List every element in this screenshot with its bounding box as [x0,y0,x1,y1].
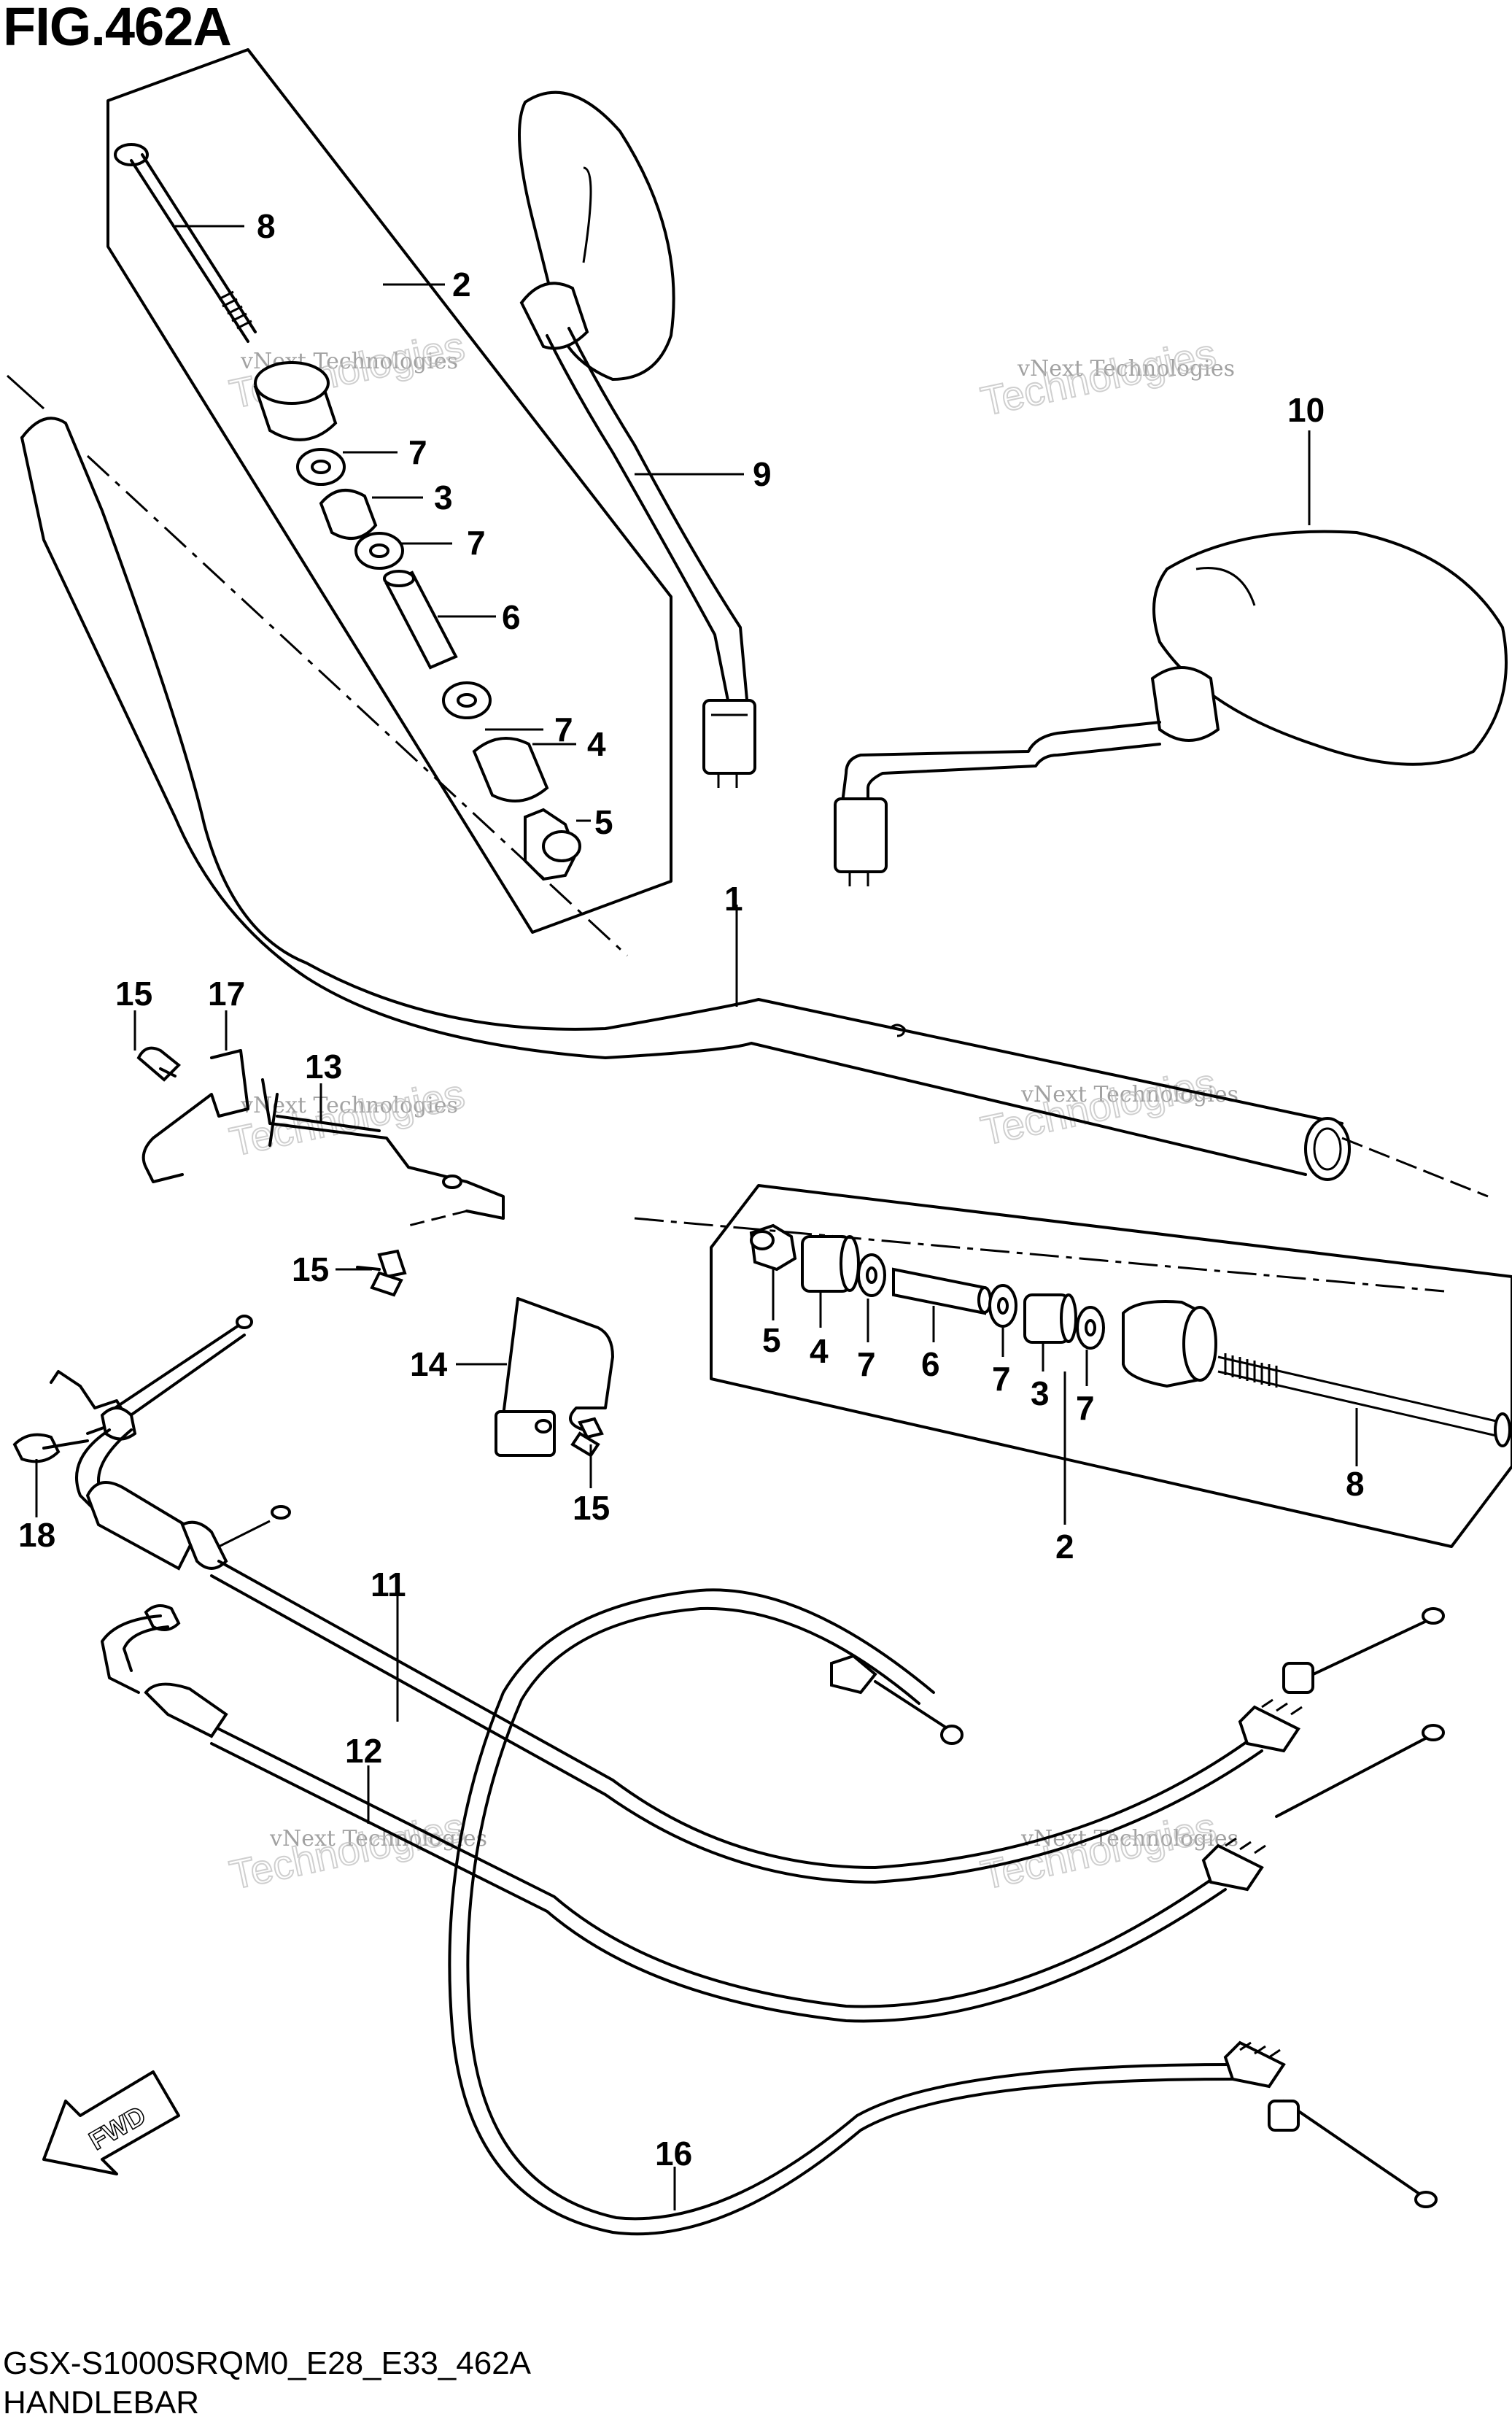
callout-12: 12 [345,1732,382,1770]
forward-arrow: FWD [42,2070,180,2175]
clutch-cable-16 [448,1588,1438,2236]
callout-6: 6 [502,598,521,636]
mirror-right-10 [834,530,1508,886]
callout-2: 2 [452,266,471,303]
callout-8: 8 [1346,1465,1365,1503]
callout-16: 16 [655,2135,692,2173]
callout-7: 7 [554,711,573,748]
balancer-box-left [86,48,672,957]
callout-7: 7 [1076,1389,1095,1427]
callout-15: 15 [292,1250,329,1288]
handlebar-1 [6,374,1489,1198]
callout-7: 7 [408,433,427,471]
callout-labels: 8 2 7 3 7 6 7 4 5 9 10 1 15 17 13 15 14 … [18,207,1365,2173]
callout-7: 7 [857,1345,876,1383]
watermark-text: vNext Technologies [1020,1826,1238,1852]
callout-11: 11 [371,1566,406,1603]
watermark-text: Technologies [977,1803,1220,1898]
callout-7: 7 [467,524,486,562]
drawing-code: GSX-S1000SRQM0_E28_E33_462A [3,2345,532,2381]
callout-18: 18 [18,1516,55,1554]
callout-3: 3 [1031,1374,1050,1412]
callout-6: 6 [921,1345,940,1383]
cable-guide-14 [495,1297,614,1458]
balancer-box-right [634,1184,1512,1548]
callout-5: 5 [762,1321,781,1359]
watermark-text: Technologies [225,1803,468,1898]
throttle-housing [12,1315,253,1571]
mirror-left-9 [518,90,756,788]
drawing-name: HANDLEBAR [3,2385,199,2421]
callout-5: 5 [594,803,613,841]
callout-15: 15 [115,975,152,1013]
watermark-text: vNext Technologies [1017,356,1235,382]
callout-2: 2 [1055,1528,1074,1566]
callout-8: 8 [257,207,276,245]
watermark-text: Technologies [977,330,1220,425]
callout-3: 3 [434,479,453,516]
callout-10: 10 [1287,391,1325,429]
callout-4: 4 [810,1332,829,1370]
throttle-cable-11 [210,1505,1445,1884]
callout-7: 7 [992,1360,1011,1398]
callout-15: 15 [573,1489,610,1527]
callout-4: 4 [587,725,606,763]
clamp-brackets [136,1046,505,1297]
watermark-text: vNext Technologies [269,1826,487,1852]
callout-17: 17 [208,975,245,1013]
callout-9: 9 [753,455,772,493]
callout-14: 14 [410,1345,448,1383]
callout-1: 1 [724,880,743,918]
callout-13: 13 [305,1048,342,1086]
throttle-cable-12 [101,1604,1445,2023]
figure-title: FIG.462A [3,0,232,57]
bolt-8-left [114,143,257,343]
leader-lines [35,225,1358,2210]
